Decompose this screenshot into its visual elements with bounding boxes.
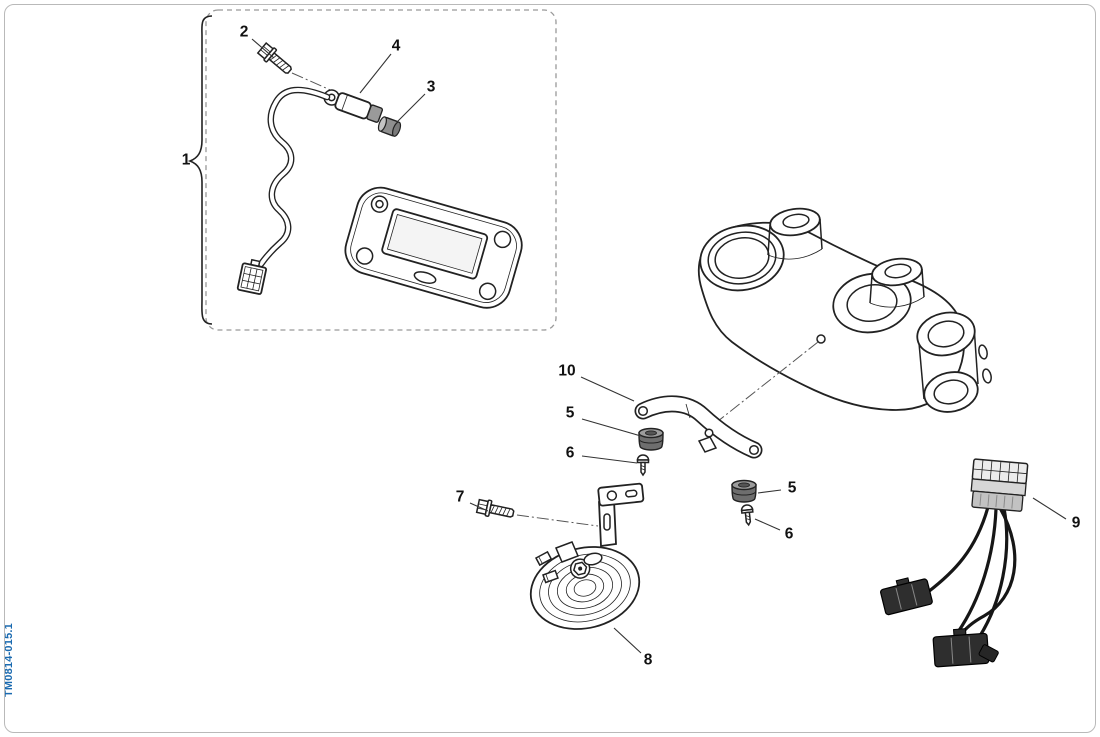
kit-group-box (187, 9, 557, 331)
triple-clamp (697, 207, 992, 430)
horn-terminal-1 (534, 550, 553, 567)
cluster-logo (413, 271, 437, 284)
document-code: TM0814-015.1 (3, 623, 15, 697)
horn-bolt (475, 497, 599, 527)
callout-3: 3 (426, 78, 436, 96)
callout-8: 8 (643, 651, 653, 669)
callout-2: 2 (239, 23, 249, 41)
leader-lines (251, 38, 1067, 654)
right-riser-post (869, 257, 925, 308)
callout-6-left: 6 (565, 444, 575, 462)
horn-disc (529, 546, 641, 630)
callout-5-left: 5 (565, 404, 575, 422)
group-brace (187, 15, 213, 325)
cluster-bracket (634, 395, 763, 459)
sensor-bushing (377, 116, 402, 137)
rubber-grommet-left (638, 427, 664, 451)
grommet-screw-right (740, 503, 755, 527)
callout-7: 7 (455, 488, 465, 506)
sensor-cable (257, 86, 331, 268)
cable-connector (236, 258, 268, 295)
left-bore (699, 224, 785, 292)
instrument-cluster (344, 186, 523, 309)
speed-sensor (323, 89, 384, 123)
callout-5-right: 5 (787, 479, 797, 497)
right-bore (832, 272, 912, 334)
rubber-grommet-right (731, 479, 757, 503)
fork-clamp (916, 311, 992, 413)
callout-4: 4 (391, 37, 401, 55)
left-riser-post (767, 207, 823, 260)
callout-9: 9 (1071, 514, 1081, 532)
horn-bracket (597, 482, 645, 548)
grommet-screw-left (636, 454, 650, 476)
wiring-harness (880, 458, 1029, 668)
harness-sub-connector-3 (978, 644, 999, 663)
harness-sub-connector-2 (932, 628, 990, 668)
callout-6-right: 6 (784, 525, 794, 543)
harness-main-connector (970, 458, 1029, 512)
horn (529, 482, 645, 630)
harness-sub-connector-1 (880, 577, 933, 616)
horn-terminal-2 (542, 569, 559, 584)
callout-10: 10 (558, 362, 576, 380)
callout-1: 1 (181, 151, 191, 169)
